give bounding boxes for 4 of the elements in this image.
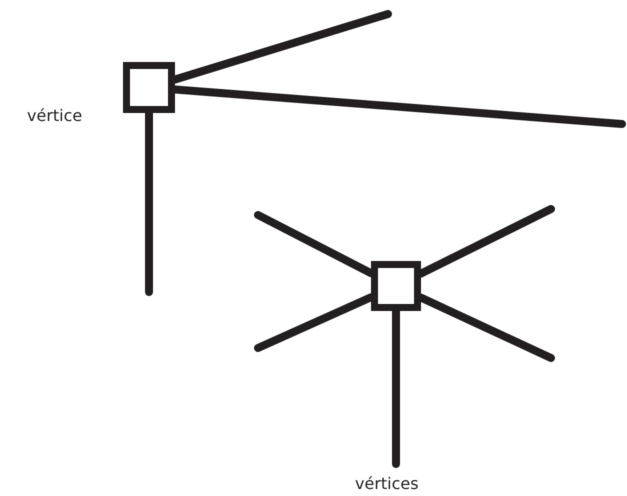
- vertex-square: [123, 62, 175, 113]
- vertex-square: [371, 261, 421, 311]
- vertex-label: vértices: [355, 476, 419, 492]
- vertex-label: vértice: [27, 108, 82, 124]
